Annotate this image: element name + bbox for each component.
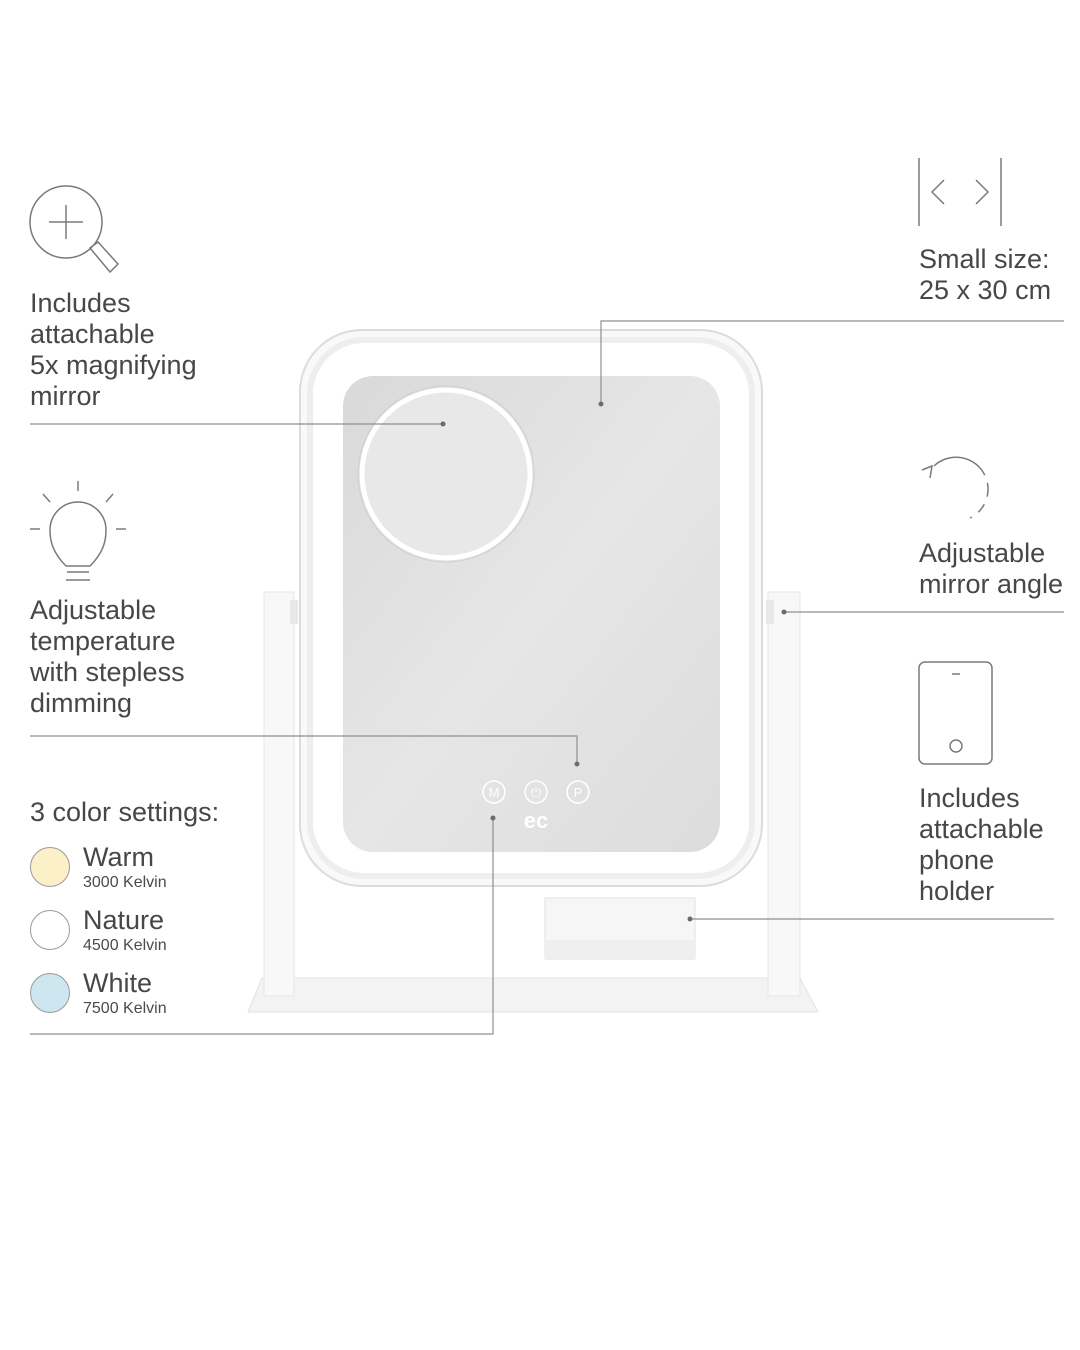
phone-holder [544,897,696,960]
white-swatch [30,973,70,1013]
button-power-label: ⏻ [531,785,541,800]
nature-kelvin: 4500 Kelvin [83,937,167,954]
rotate-icon [921,456,989,519]
lightbulb-icon [30,481,126,581]
callout-lines [30,320,1064,1035]
feature-magnifier-text: Includes attachable 5x magnifying mirror [30,288,197,411]
mirror [299,329,763,887]
button-p-label: P [574,785,583,800]
warm-label: Warm [83,842,154,872]
button-m-label: M [489,785,500,800]
magnifier-icon [29,185,120,274]
touch-buttons: M ⏻ P ec [482,780,590,833]
warm-swatch [30,847,70,887]
feature-temperature-text: Adjustable temperature with stepless dim… [30,595,185,718]
mirror-stand [247,591,819,1013]
phone-icon [918,661,993,765]
brand-logo: ec [524,808,548,833]
feature-size-text: Small size: 25 x 30 cm [919,244,1052,305]
feature-angle-text: Adjustable mirror angle [919,538,1064,599]
feature-phone-text: Includes attachable phone holder [919,783,1044,906]
warm-kelvin: 3000 Kelvin [83,874,167,891]
white-kelvin: 7500 Kelvin [83,1000,167,1017]
width-arrows-icon [918,158,1002,226]
nature-label: Nature [83,905,165,935]
color-settings-title: 3 color settings: [30,797,220,827]
nature-swatch [30,910,70,950]
white-label: White [83,968,153,998]
magnifying-mirror [359,387,533,561]
